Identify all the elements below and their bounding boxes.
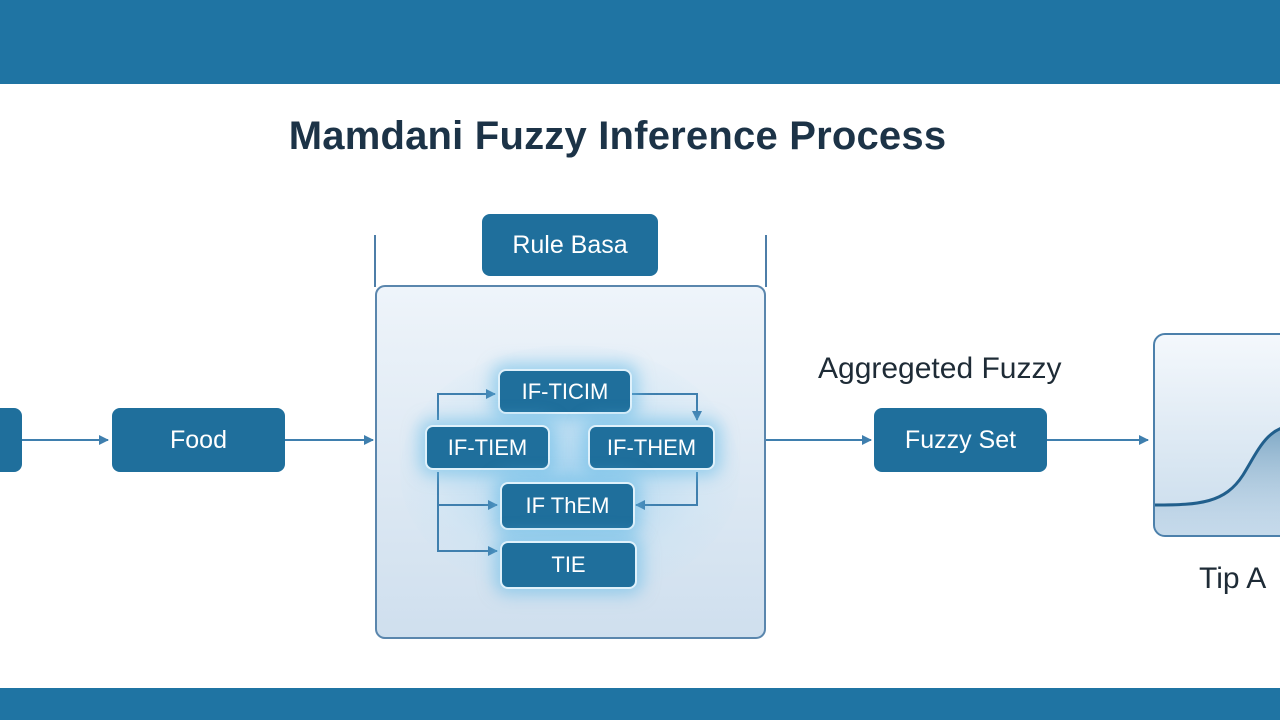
rule-node-4: IF ThEM	[500, 482, 635, 530]
diagram-title: Mamdani Fuzzy Inference Process	[288, 114, 947, 158]
bottom-banner	[0, 688, 1280, 720]
rule-node-1: IF-TICIM	[498, 369, 632, 414]
connector-to-rule5	[437, 505, 498, 556]
fuzzy-set-node: Fuzzy Set	[874, 408, 1047, 472]
aggregated-fuzzy-label: Aggregeted Fuzzy	[818, 352, 1062, 385]
input-node-partial	[0, 408, 22, 472]
output-membership-card	[1153, 333, 1280, 537]
rule-base-node: Rule Basa	[482, 214, 658, 276]
connector-rule2-to-rule4	[437, 472, 498, 510]
food-node: Food	[112, 408, 285, 472]
tip-output-label: Tip A	[1199, 562, 1267, 595]
rule-node-2: IF-TIEM	[425, 425, 550, 470]
rule-node-5: TIE	[500, 541, 637, 589]
connector-rule3-to-rule4	[635, 472, 698, 510]
rule-node-3: IF-THEM	[588, 425, 715, 470]
membership-curve	[1155, 427, 1280, 535]
connector-rule2-to-rule1	[437, 389, 496, 420]
top-banner	[0, 0, 1280, 84]
connector-rule1-to-rule3	[632, 393, 702, 421]
